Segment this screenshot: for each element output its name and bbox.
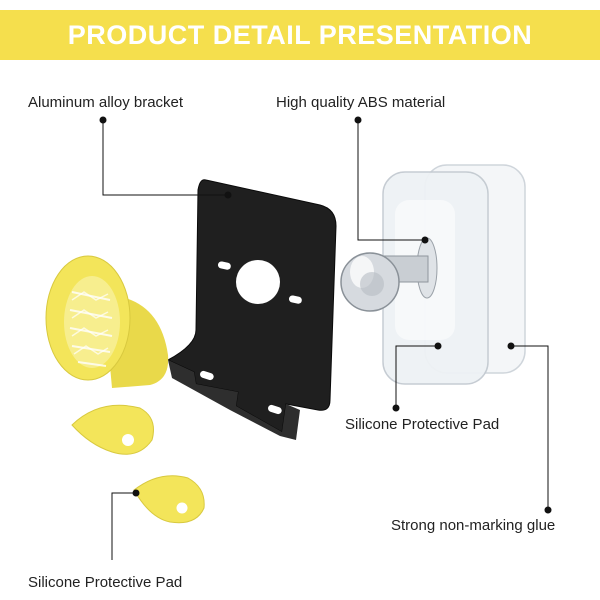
label-silicone-pad-bottom: Silicone Protective Pad: [28, 574, 183, 591]
label-abs-material: High quality ABS material: [276, 94, 446, 111]
callout-line-pad-bottom: [111, 492, 136, 560]
label-strong-glue: Strong non-marking glue: [391, 517, 556, 534]
label-aluminum-bracket: Aluminum alloy bracket: [28, 94, 184, 111]
callout-line-bracket: [102, 120, 228, 196]
banner-title: PRODUCT DETAIL PRESENTATION: [67, 19, 533, 50]
yellow-silicone-clip-upper: [71, 404, 154, 455]
callout-lines: [102, 120, 549, 560]
adhesive-pads: [382, 164, 526, 385]
title-banner: PRODUCT DETAIL PRESENTATION: [0, 10, 600, 60]
yellow-silicone-holder: [45, 255, 169, 388]
callout-line-pad: [395, 345, 438, 408]
callout-dots: [99, 116, 552, 514]
label-silicone-pad-right: Silicone Protective Pad: [345, 416, 500, 433]
abs-knob: [340, 237, 438, 312]
callout-line-abs: [357, 120, 425, 241]
callout-line-glue: [511, 345, 549, 510]
aluminum-bracket: [166, 179, 337, 440]
yellow-silicone-clip-lower: [133, 475, 205, 524]
